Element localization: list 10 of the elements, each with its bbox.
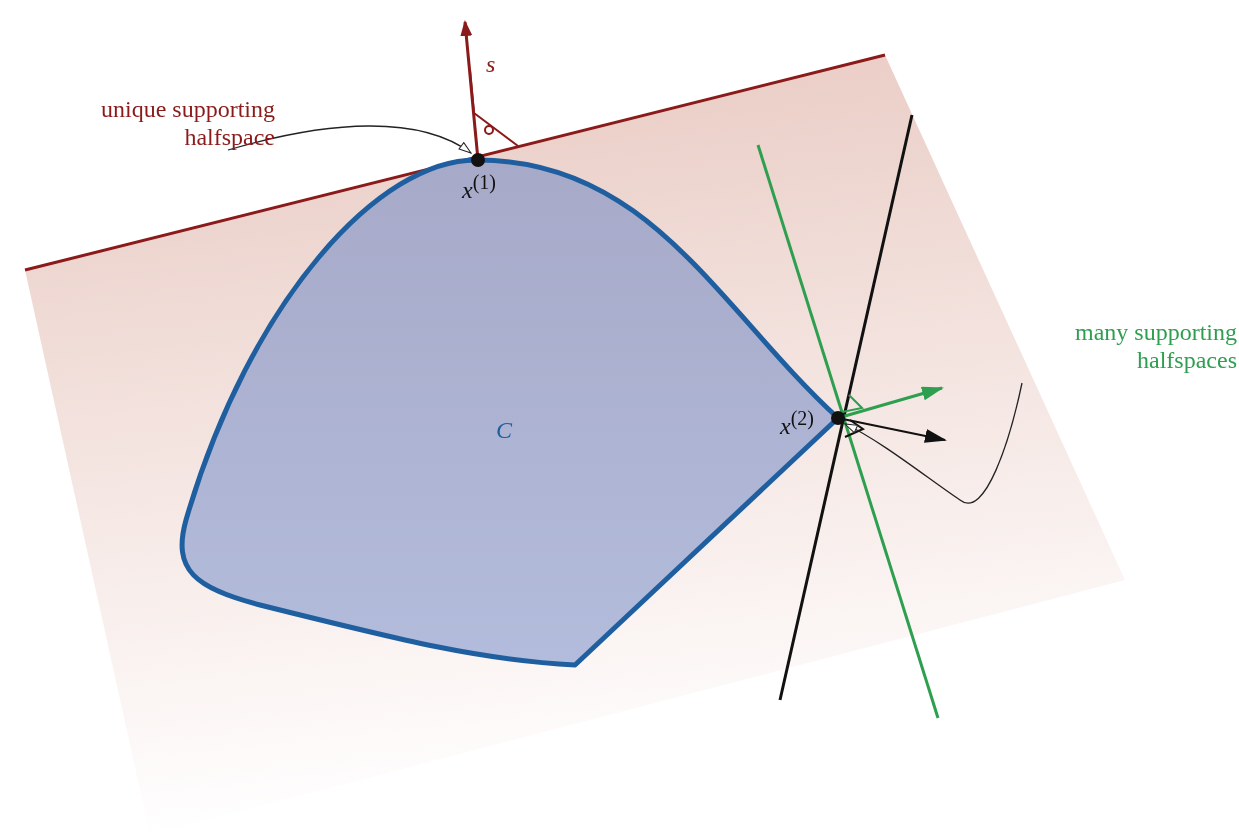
point-label: x$^{(2)}$ xyxy=(780,406,814,440)
leader-line xyxy=(227,125,472,154)
vector-label: s xyxy=(486,50,496,78)
callout-text: unique supporting halfspace xyxy=(5,95,275,151)
leader-line xyxy=(844,382,1023,504)
point-marker xyxy=(471,153,485,167)
point-label: x$^{(1)}$ xyxy=(462,170,496,204)
point-marker xyxy=(831,411,845,425)
set-label: C xyxy=(496,416,512,444)
callout-text: many supporting halfspaces xyxy=(975,318,1237,374)
